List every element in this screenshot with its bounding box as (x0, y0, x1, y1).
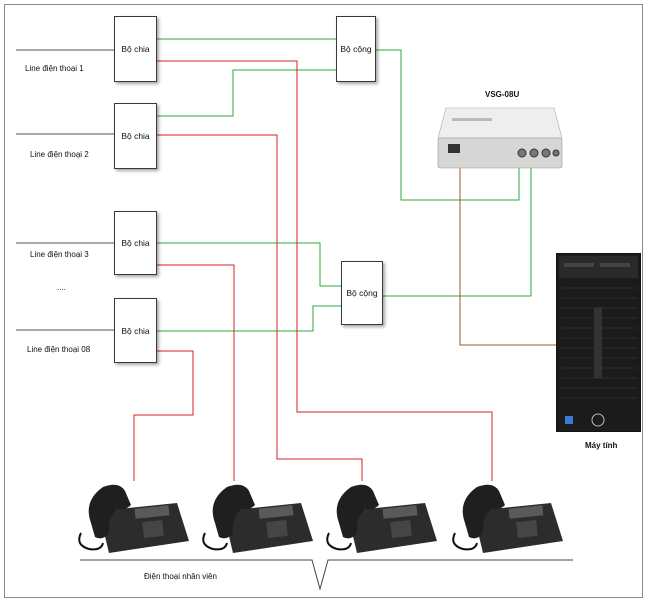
red-wires (133, 60, 493, 492)
line-label-8: Line điện thoại 08 (27, 345, 91, 354)
combiner-2-label: Bộ cộng (346, 288, 378, 298)
phones-brace (80, 559, 573, 591)
incoming-lines (16, 49, 114, 331)
line-label-3: Line điện thoại 3 (30, 250, 89, 259)
line-label-1: Line điện thoại 1 (25, 64, 84, 73)
ellipsis-label: .... (57, 283, 66, 292)
line-label-2: Line điện thoại 2 (30, 150, 89, 159)
red-wire-4 (133, 350, 194, 492)
phone-row (73, 481, 571, 556)
red-wire-3 (157, 264, 235, 492)
splitter-1-label: Bộ chia (121, 44, 150, 54)
desk-phone-1 (73, 481, 193, 556)
red-wire-2 (157, 134, 363, 492)
desk-phone-4 (447, 481, 567, 556)
splitter-4-label: Bộ chia (121, 325, 150, 336)
device-name: VSG-08U (485, 90, 520, 99)
vsg-device (437, 107, 563, 169)
splitter-2: Bộ chia (114, 103, 157, 169)
splitter-2-label: Bộ chia (121, 131, 150, 141)
green-wire-2 (157, 69, 336, 117)
combiner-1-label: Bộ cộng (340, 44, 372, 54)
splitter-4: Bộ chia (114, 298, 157, 363)
usb-cable (459, 160, 601, 346)
green-wire-4 (157, 305, 341, 332)
green-wire-5 (376, 49, 520, 201)
computer-tower (556, 253, 641, 432)
splitter-3: Bộ chia (114, 211, 157, 275)
green-wire-3 (157, 242, 341, 287)
green-wire-6 (383, 165, 532, 297)
desk-phone-3 (321, 481, 441, 556)
desk-phone-2 (197, 481, 317, 556)
phones-label: Điện thoại nhân viên (144, 572, 217, 581)
green-wires (157, 38, 532, 332)
splitter-1: Bộ chia (114, 16, 157, 82)
red-wire-1 (157, 60, 493, 490)
combiner-2: Bộ cộng (341, 261, 383, 325)
combiner-1: Bộ cộng (336, 16, 376, 82)
computer-label: Máy tính (585, 441, 618, 450)
splitter-3-label: Bộ chia (121, 238, 150, 248)
